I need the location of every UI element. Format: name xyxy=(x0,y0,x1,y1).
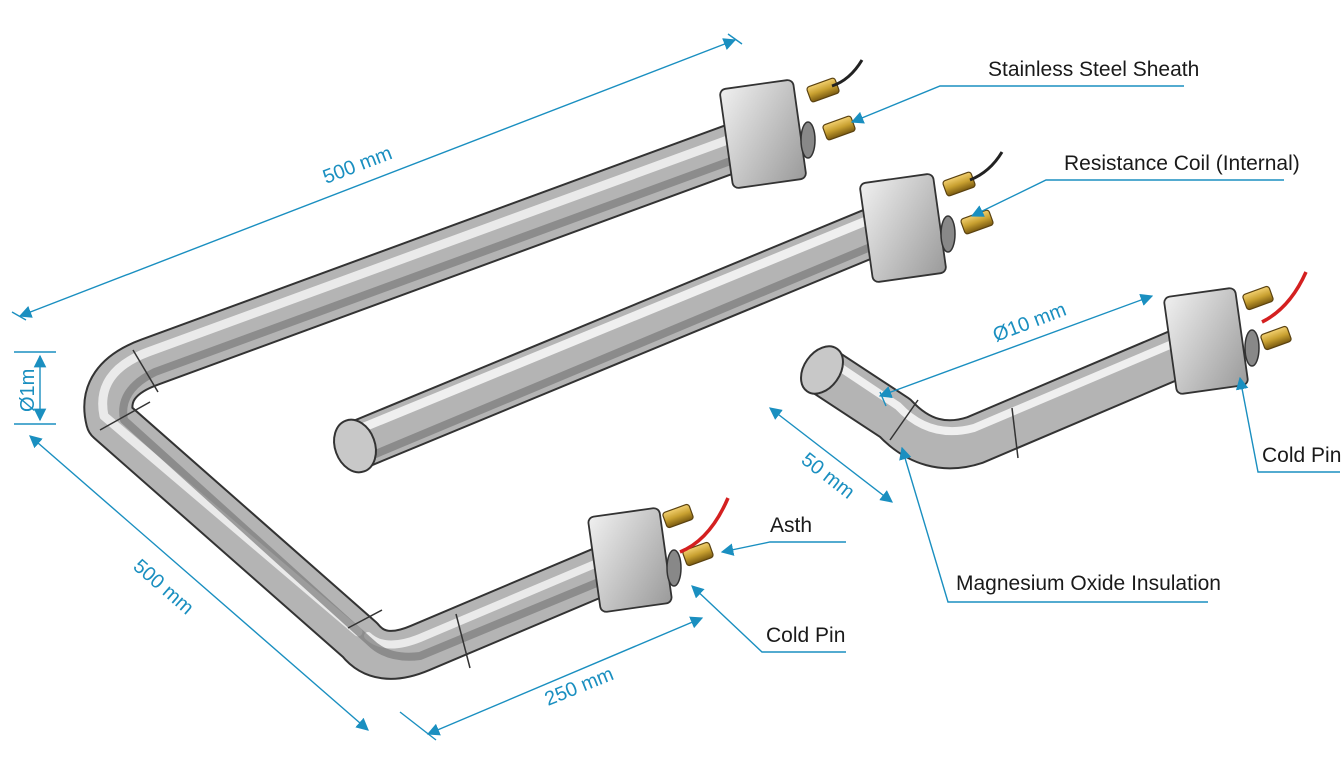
label-asth: Asth xyxy=(770,514,812,537)
dimension-small-length: 50 mm xyxy=(797,449,859,504)
dimension-tube-diameter: Ø1m xyxy=(17,369,39,412)
label-cold-pin-right: Cold Pin xyxy=(1262,444,1341,467)
dimension-small-diameter: Ø10 mm xyxy=(990,299,1069,347)
dimension-top-length: 500 mm xyxy=(320,142,395,188)
label-cold-pin-bottom: Cold Pin xyxy=(766,624,845,647)
dimension-lines xyxy=(11,33,1154,741)
l-shaped-heating-tube xyxy=(800,316,1220,470)
dimension-left-length: 500 mm xyxy=(129,555,198,619)
straight-heating-tube xyxy=(333,201,900,474)
terminal-block-middle xyxy=(859,151,1004,283)
u-shaped-heating-tube xyxy=(83,116,764,680)
label-magnesium-oxide: Magnesium Oxide Insulation xyxy=(956,572,1221,595)
terminal-block-bottom xyxy=(587,497,730,613)
terminal-block-top xyxy=(719,59,864,189)
callout-leaders xyxy=(691,85,1340,653)
label-resistance-coil: Resistance Coil (Internal) xyxy=(1064,152,1300,175)
label-stainless-steel-sheath: Stainless Steel Sheath xyxy=(988,58,1199,81)
terminal-block-small xyxy=(1163,271,1308,395)
